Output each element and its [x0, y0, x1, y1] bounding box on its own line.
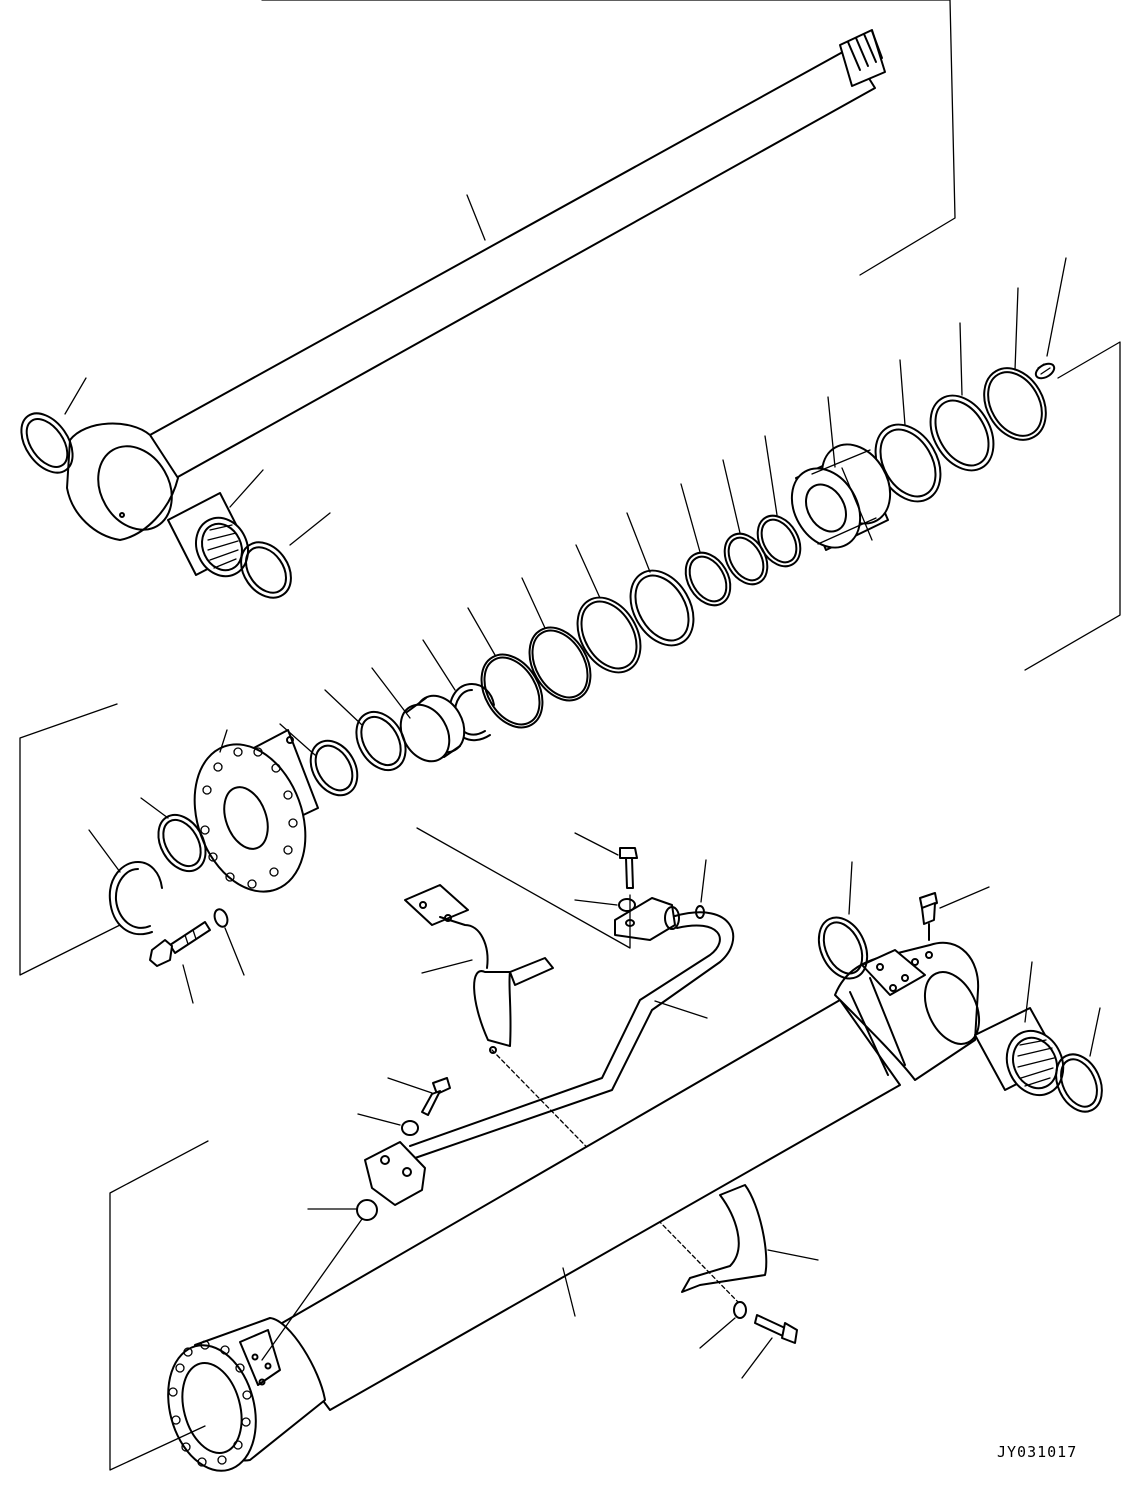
plug-locator-line: [262, 1219, 362, 1360]
leader-pipe-clamp-upper: [422, 960, 472, 973]
head-rod-seal-a: [346, 703, 415, 779]
piston-seal-ring-b: [716, 526, 776, 592]
tube-group-boundary: [110, 1141, 208, 1470]
leader-rod-dust-seal: [290, 513, 330, 545]
leader-pipe-flange-bolt: [575, 833, 618, 855]
head-group-boundary: [20, 704, 120, 975]
leader-seal-ring-c: [681, 484, 700, 552]
clamp-lower-bolt: [755, 1315, 797, 1343]
leader-head-rod-seal-b: [280, 724, 315, 755]
leader-snap-ring: [423, 640, 455, 690]
leader-head-bolt: [183, 965, 193, 1003]
leader-pipe-o-ring: [701, 860, 706, 902]
leader-bottom-snap-ring: [849, 862, 852, 914]
bottom-snap-ring: [810, 910, 877, 987]
piston-seal-ring-c: [677, 545, 740, 613]
leader-backup-ring-b: [468, 608, 495, 655]
leader-cylinder-tube: [563, 1268, 575, 1316]
leader-cylinder-head: [220, 730, 227, 752]
leader-wear-ring-a: [960, 323, 962, 395]
cylinder-head: [175, 729, 325, 907]
pipe-clamp-upper: [405, 885, 553, 1053]
plug: [357, 1200, 377, 1220]
piston-group-boundary: [1025, 342, 1120, 670]
clamp-upper-boundary: [417, 828, 630, 948]
backup-ring-a: [517, 617, 603, 712]
leader-hydraulic-pipe: [655, 1001, 707, 1018]
leader-piston-rod: [467, 195, 485, 240]
piston-nut-setscrew: [1033, 361, 1056, 381]
piston-wear-ring-a: [918, 384, 1006, 481]
leader-head-rod-seal-a: [325, 690, 362, 725]
cylinder-tube: [155, 943, 990, 1481]
pipe-washer-lower: [402, 1121, 418, 1135]
backup-ring-b: [469, 644, 555, 739]
leader-pipe-washer-lower: [358, 1114, 400, 1125]
piston: [778, 432, 904, 560]
leader-rod-snap-ring: [65, 378, 86, 414]
pipe-bolt-lower: [422, 1078, 450, 1115]
leader-packing-ring-b: [576, 545, 600, 598]
grease-fitting: [920, 893, 937, 958]
head-rod-seal-b: [301, 732, 366, 803]
leader-head-bushing: [372, 668, 410, 718]
leader-bottom-dust-seal: [1090, 1008, 1100, 1056]
head-washer: [212, 907, 229, 928]
leader-pipe-clamp-lower: [768, 1250, 818, 1260]
pipe-clamp-lower: [682, 1185, 766, 1292]
leader-packing-ring-a: [627, 513, 650, 572]
drawing-code: JY031017: [997, 1443, 1078, 1461]
rod-end-bushing: [168, 493, 257, 585]
rod-dust-seal: [231, 533, 301, 607]
leader-rod-bushing: [230, 470, 263, 507]
leader-wear-ring-b: [900, 360, 905, 425]
piston-nut-ring: [972, 357, 1058, 451]
pipe-flange-washer: [619, 899, 635, 911]
clamp-lower-washer: [734, 1302, 746, 1318]
rod-packing-ring-b: [565, 586, 653, 683]
leader-seal-ring-b: [723, 460, 740, 533]
rod-packing-ring-a: [618, 559, 706, 656]
leader-seal-ring-a: [765, 436, 777, 515]
leader-pipe-flange-washer: [575, 900, 617, 905]
head-bushing: [391, 687, 474, 770]
leader-head-washer: [225, 928, 244, 975]
leader-bottom-bushing: [1025, 962, 1032, 1022]
bottom-dust-seal: [1047, 1047, 1110, 1119]
pipe-flange-bolt: [620, 848, 637, 888]
leader-clamp-lower-washer: [700, 1318, 735, 1348]
rod-snap-ring: [11, 404, 83, 482]
leader-piston: [828, 397, 835, 467]
head-bolt: [150, 922, 210, 966]
head-backup-ring: [110, 862, 162, 934]
piston-rod: [67, 30, 885, 543]
leader-head-backup-ring: [89, 830, 120, 872]
leader-backup-ring-a: [522, 578, 545, 628]
leader-piston-nut-ring: [1015, 288, 1018, 370]
leader-grease-fitting: [940, 887, 989, 908]
leader-clamp-lower-bolt: [742, 1338, 772, 1378]
rod-boundary-line: [262, 0, 955, 275]
leader-head-o-ring: [141, 798, 168, 818]
leader-pipe-bolt-lower: [388, 1078, 432, 1093]
leader-setscrew: [1047, 258, 1066, 356]
